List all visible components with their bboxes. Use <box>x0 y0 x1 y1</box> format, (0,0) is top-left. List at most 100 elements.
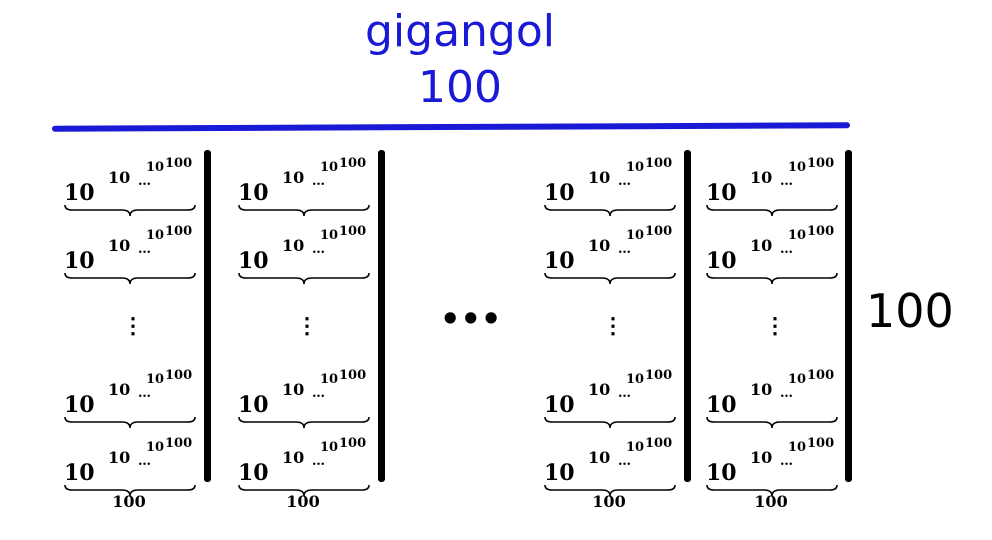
tower-exponent-2: 10 <box>146 440 165 455</box>
tower-exponent-3: 100 <box>339 224 367 239</box>
tower-base: 10 <box>544 180 575 206</box>
vertical-ellipsis: ⋮ <box>122 313 144 339</box>
title-count: 100 <box>418 62 502 113</box>
tower-exponent-2: 10 <box>626 160 645 175</box>
tower-exponent-1: 10 <box>588 168 611 187</box>
tower-exponent-3: 100 <box>339 368 367 383</box>
tower-base: 10 <box>238 460 269 486</box>
underbrace-icon <box>706 272 838 285</box>
tower-exponent-2: 10 <box>788 372 807 387</box>
tower-base: 10 <box>544 392 575 418</box>
column-separator-bar <box>684 150 691 482</box>
column-count-label: 100 <box>112 492 146 511</box>
column-separator-bar <box>845 150 852 482</box>
tower-exponent-1: 10 <box>588 448 611 467</box>
underbrace-icon <box>544 484 676 497</box>
tower-exponent-3: 100 <box>807 368 835 383</box>
tower-exponent-2: 10 <box>788 160 807 175</box>
tower-ellipsis: … <box>618 454 631 469</box>
tower-base: 10 <box>238 180 269 206</box>
tower-exponent-1: 10 <box>750 236 773 255</box>
tower-exponent-1: 10 <box>108 380 131 399</box>
tower-ellipsis: … <box>138 454 151 469</box>
tower-exponent-2: 10 <box>626 372 645 387</box>
tower-exponent-1: 10 <box>750 448 773 467</box>
tower-exponent-1: 10 <box>588 236 611 255</box>
underbrace-icon <box>238 416 370 429</box>
tower-exponent-1: 10 <box>108 236 131 255</box>
underbrace-icon <box>64 204 196 217</box>
tower-ellipsis: … <box>138 174 151 189</box>
column-separator-bar <box>378 150 385 482</box>
tower-exponent-3: 100 <box>645 436 673 451</box>
tower-exponent-1: 10 <box>750 380 773 399</box>
tower-ellipsis: … <box>780 454 793 469</box>
tower-ellipsis: … <box>780 386 793 401</box>
underbrace-icon <box>238 204 370 217</box>
tower-ellipsis: … <box>312 386 325 401</box>
tower-exponent-1: 10 <box>282 236 305 255</box>
vertical-ellipsis: ⋮ <box>602 313 624 339</box>
underbrace-icon <box>64 272 196 285</box>
tower-base: 10 <box>238 392 269 418</box>
tower-exponent-3: 100 <box>645 224 673 239</box>
column-count-label: 100 <box>592 492 626 511</box>
tower-exponent-2: 10 <box>320 160 339 175</box>
tower-exponent-3: 100 <box>339 156 367 171</box>
tower-ellipsis: … <box>138 242 151 257</box>
tower-ellipsis: … <box>618 386 631 401</box>
tower-exponent-1: 10 <box>588 380 611 399</box>
side-count-label: 100 <box>866 284 954 338</box>
tower-exponent-3: 100 <box>645 156 673 171</box>
tower-exponent-3: 100 <box>165 368 193 383</box>
column-count-label: 100 <box>754 492 788 511</box>
underbrace-icon <box>544 416 676 429</box>
tower-base: 10 <box>64 460 95 486</box>
tower-exponent-1: 10 <box>282 168 305 187</box>
tower-ellipsis: … <box>312 174 325 189</box>
underbrace-icon <box>238 272 370 285</box>
tower-exponent-2: 10 <box>146 160 165 175</box>
tower-exponent-1: 10 <box>108 168 131 187</box>
horizontal-ellipsis: ••• <box>440 300 502 338</box>
tower-exponent-3: 100 <box>339 436 367 451</box>
tower-exponent-3: 100 <box>165 436 193 451</box>
tower-exponent-2: 10 <box>626 440 645 455</box>
tower-ellipsis: … <box>138 386 151 401</box>
diagram-title: gigangol <box>364 6 555 57</box>
tower-exponent-3: 100 <box>645 368 673 383</box>
tower-exponent-1: 10 <box>750 168 773 187</box>
tower-ellipsis: … <box>780 242 793 257</box>
tower-base: 10 <box>544 460 575 486</box>
tower-base: 10 <box>64 392 95 418</box>
vertical-ellipsis: ⋮ <box>764 313 786 339</box>
tower-exponent-1: 10 <box>282 380 305 399</box>
underbrace-icon <box>544 272 676 285</box>
tower-exponent-2: 10 <box>320 372 339 387</box>
underbrace-icon <box>64 416 196 429</box>
tower-base: 10 <box>238 248 269 274</box>
tower-ellipsis: … <box>312 242 325 257</box>
tower-exponent-2: 10 <box>320 440 339 455</box>
tower-exponent-3: 100 <box>165 224 193 239</box>
tower-ellipsis: … <box>618 242 631 257</box>
tower-base: 10 <box>706 248 737 274</box>
tower-exponent-2: 10 <box>788 440 807 455</box>
